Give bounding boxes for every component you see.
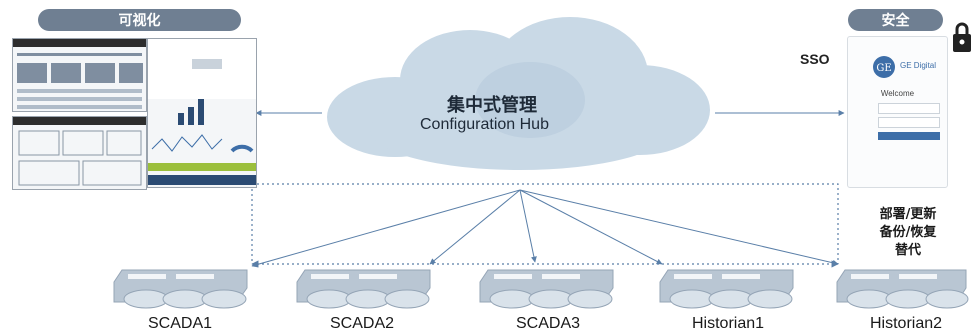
- server-scada1: [113, 269, 248, 309]
- server-scada2: [296, 269, 431, 309]
- login-brand: GE Digital: [900, 61, 937, 70]
- sso-label: SSO: [800, 51, 830, 67]
- node-label-scada2: SCADA2: [329, 315, 395, 332]
- dashboard-thumbnail-2: [12, 116, 147, 190]
- svg-text:GE: GE: [876, 63, 891, 74]
- dashboard-thumbnail-3: [147, 38, 257, 188]
- operations-list: 部署/更新 备份/恢复 替代: [866, 206, 950, 260]
- server-historian2: [836, 269, 969, 309]
- login-button[interactable]: [878, 132, 940, 140]
- network-frame: [251, 183, 839, 264]
- login-panel: GE GE Digital Welcome: [847, 36, 948, 188]
- configuration-hub-cloud: [327, 17, 710, 170]
- operation-replace: 替代: [894, 243, 921, 258]
- username-field[interactable]: [878, 103, 940, 114]
- ge-logo-icon: GE: [873, 56, 895, 78]
- password-field[interactable]: [878, 117, 940, 128]
- server-scada3: [479, 269, 614, 309]
- security-header: 安全: [848, 9, 943, 31]
- node-label-historian2: Historian2: [869, 315, 943, 332]
- hub-to-scada1: [251, 189, 521, 268]
- login-welcome: Welcome: [880, 89, 915, 98]
- hub-title-en: Configuration Hub: [420, 116, 549, 133]
- hub-title-cn: 集中式管理: [447, 95, 537, 116]
- server-historian1: [659, 269, 794, 309]
- operation-backup-restore: 备份/恢复: [879, 225, 937, 240]
- lock-icon: [953, 22, 971, 52]
- hub-to-scada3: [519, 189, 537, 263]
- operation-deploy-update: 部署/更新: [879, 207, 937, 222]
- visualization-header: 可视化: [38, 9, 241, 31]
- node-label-historian1: Historian1: [691, 315, 765, 332]
- node-label-scada1: SCADA1: [147, 315, 213, 332]
- node-label-scada3: SCADA3: [515, 315, 581, 332]
- hub-to-historian1: [519, 189, 663, 265]
- hub-to-scada2: [429, 189, 521, 265]
- dashboard-thumbnail-1: [12, 38, 147, 112]
- hub-to-historian2: [519, 189, 839, 266]
